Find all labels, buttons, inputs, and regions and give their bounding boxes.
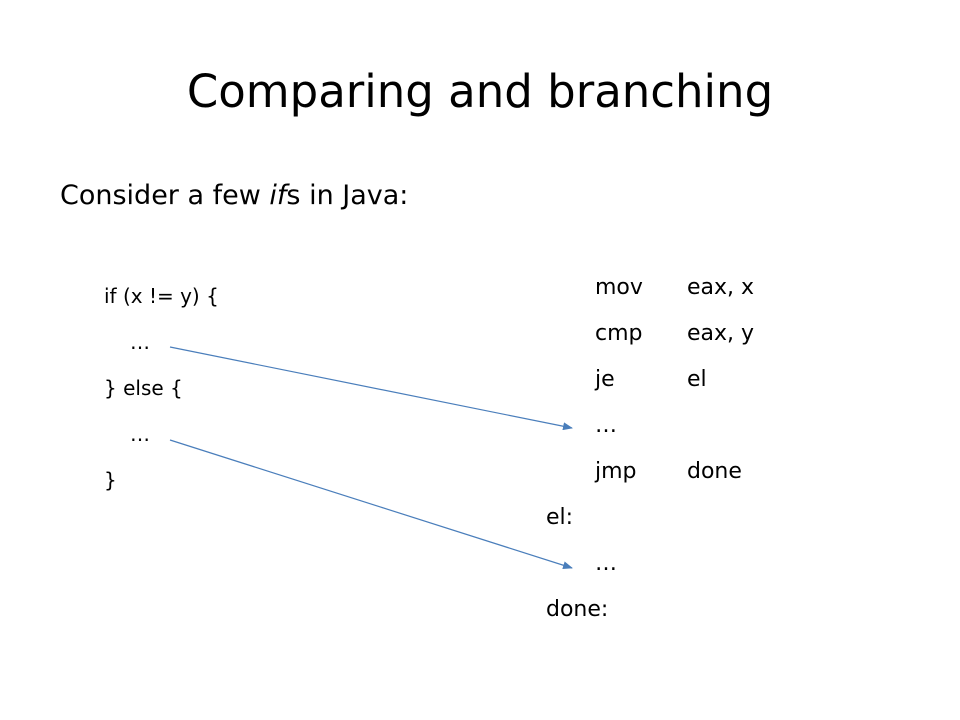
java-code-block: if (x != y) { … } else { …}: [104, 278, 219, 508]
java-code-line: if (x != y) {: [104, 284, 219, 308]
assembly-opcode: mov: [595, 275, 643, 300]
assembly-label: done:: [546, 597, 609, 622]
intro-italic-if: if: [269, 180, 287, 211]
java-code-line: …: [130, 330, 150, 354]
assembly-opcode: …: [595, 413, 617, 438]
assembly-label: el:: [546, 505, 574, 530]
intro-text: Consider a few ifs in Java:: [60, 176, 408, 216]
assembly-opcode: jmp: [595, 459, 637, 484]
intro-after: s in Java:: [286, 180, 409, 211]
assembly-opcode: …: [595, 551, 617, 576]
arrow-if-body-to-asm: [169, 346, 573, 431]
java-code-line: …: [130, 422, 150, 446]
assembly-opcode: je: [595, 367, 615, 392]
assembly-opcode: cmp: [595, 321, 643, 346]
assembly-operand: el: [687, 367, 707, 392]
assembly-operand: done: [687, 459, 742, 484]
java-code-line: } else {: [104, 376, 183, 400]
assembly-operand: eax, x: [687, 275, 755, 300]
assembly-operand: eax, y: [687, 321, 755, 346]
slide-title: Comparing and branching: [186, 65, 774, 118]
java-code-line: }: [104, 468, 117, 492]
arrow-else-body-to-asm: [169, 439, 573, 570]
intro-before: Consider a few: [60, 180, 270, 211]
